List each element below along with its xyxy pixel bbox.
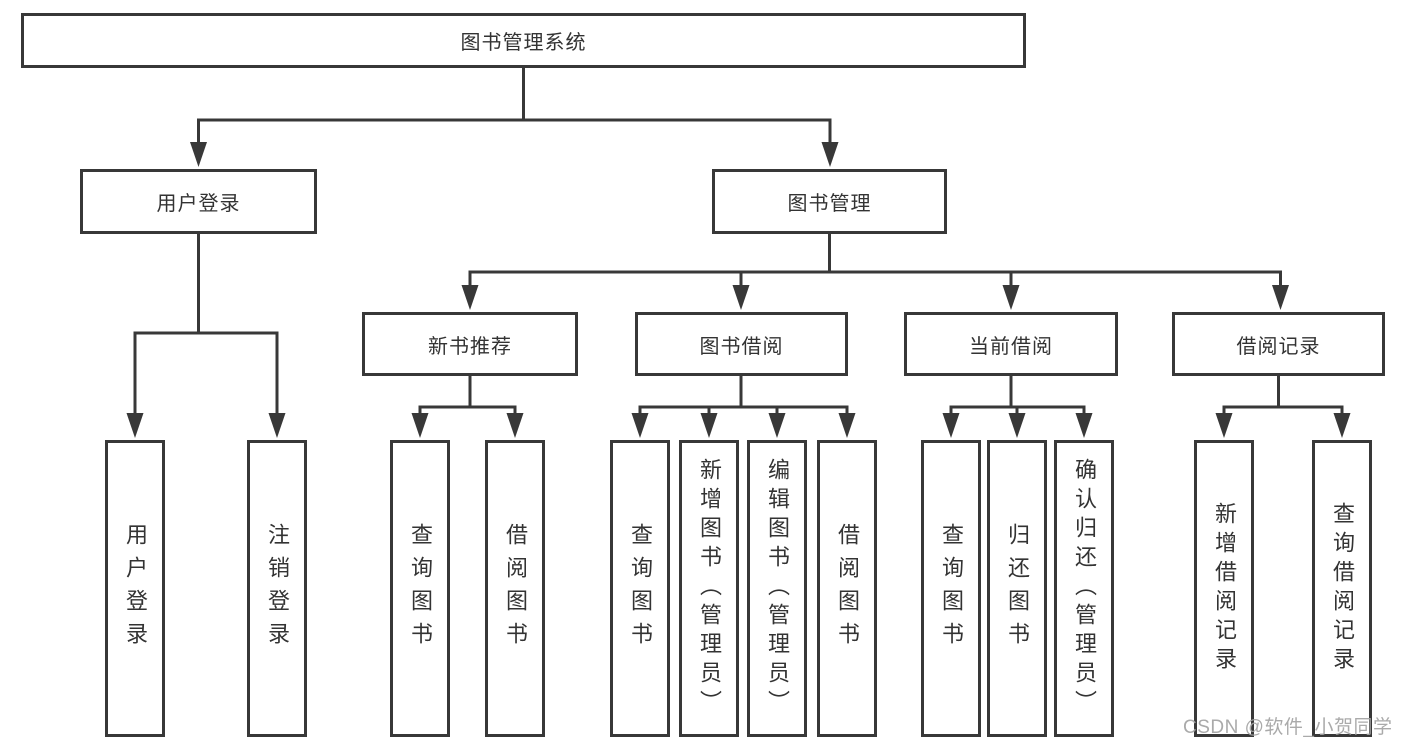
node-borrow-record-label: 借阅记录 — [1236, 335, 1321, 358]
leaf-current-return: 归还图书 — [987, 440, 1047, 737]
leaf-bookborrow-edit: 编辑图书（管理员） — [747, 440, 807, 737]
leaf-bookborrow-query-label: 查询图书 — [628, 522, 653, 655]
leaf-user-login: 用户登录 — [105, 440, 165, 737]
leaf-bookborrow-add-label: 新增图书（管理员） — [697, 458, 722, 719]
leaf-record-add: 新增借阅记录 — [1194, 440, 1254, 737]
leaf-bookborrow-edit-label: 编辑图书（管理员） — [765, 458, 790, 719]
node-user-login: 用户登录 — [80, 169, 317, 234]
leaf-bookborrow-borrow: 借阅图书 — [817, 440, 877, 737]
node-new-book: 新书推荐 — [362, 312, 578, 376]
leaf-record-add-label: 新增借阅记录 — [1212, 501, 1237, 676]
leaf-logout: 注销登录 — [247, 440, 307, 737]
node-book-mgmt: 图书管理 — [712, 169, 947, 234]
connector-bookborrow-to-leaves — [631, 376, 856, 438]
node-root: 图书管理系统 — [21, 13, 1026, 68]
leaf-bookborrow-add: 新增图书（管理员） — [679, 440, 739, 737]
leaf-current-query: 查询图书 — [921, 440, 981, 737]
leaf-record-query: 查询借阅记录 — [1312, 440, 1372, 737]
connector-newbook-to-leaves — [411, 376, 524, 438]
leaf-current-confirm-return-label: 确认归还（管理员） — [1072, 458, 1097, 719]
connector-root-to-level2 — [190, 68, 839, 167]
node-new-book-label: 新书推荐 — [428, 335, 512, 358]
connector-currentborrow-to-leaves — [942, 376, 1093, 438]
node-book-borrow: 图书借阅 — [635, 312, 848, 376]
leaf-newbook-borrow: 借阅图书 — [485, 440, 545, 737]
connector-userlogin-to-leaves — [126, 234, 286, 438]
leaf-newbook-borrow-label: 借阅图书 — [503, 522, 528, 655]
node-borrow-record: 借阅记录 — [1172, 312, 1385, 376]
connector-borrowrecord-to-leaves — [1215, 376, 1351, 438]
leaf-record-query-label: 查询借阅记录 — [1330, 501, 1355, 676]
node-book-borrow-label: 图书借阅 — [699, 335, 784, 358]
node-current-borrow: 当前借阅 — [904, 312, 1118, 376]
leaf-bookborrow-borrow-label: 借阅图书 — [835, 522, 860, 655]
leaf-newbook-query-label: 查询图书 — [408, 522, 433, 655]
leaf-current-confirm-return: 确认归还（管理员） — [1054, 440, 1114, 737]
leaf-user-login-label: 用户登录 — [123, 522, 148, 655]
connector-bookmgmt-to-level3 — [461, 234, 1289, 310]
node-root-label: 图书管理系统 — [460, 32, 587, 54]
csdn-watermark: CSDN @软件_小贺同学 — [1183, 717, 1393, 738]
leaf-current-query-label: 查询图书 — [939, 522, 964, 655]
node-user-login-label: 用户登录 — [156, 193, 241, 215]
leaf-logout-label: 注销登录 — [265, 522, 290, 655]
leaf-newbook-query: 查询图书 — [390, 440, 450, 737]
node-current-borrow-label: 当前借阅 — [969, 335, 1053, 358]
node-book-mgmt-label: 图书管理 — [787, 193, 872, 215]
leaf-current-return-label: 归还图书 — [1005, 522, 1030, 655]
leaf-bookborrow-query: 查询图书 — [610, 440, 670, 737]
